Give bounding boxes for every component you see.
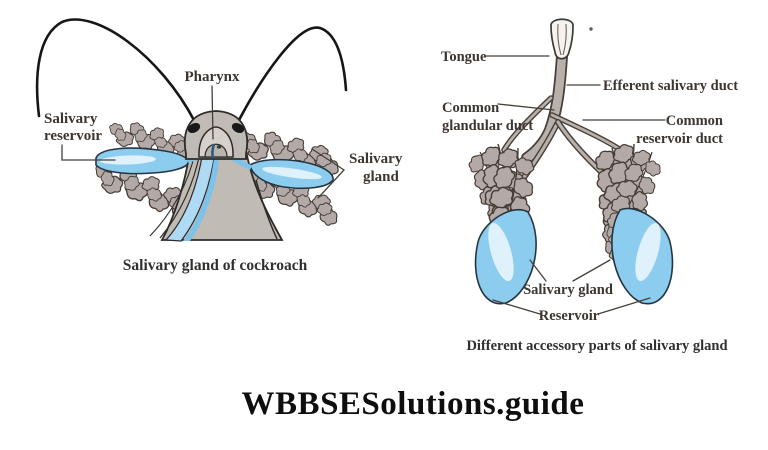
cockroach-salivary-diagram: Pharynx Salivary reservoir Salivary glan… — [35, 18, 403, 274]
reservoir-label: Reservoir — [539, 308, 600, 324]
common-glandular-duct-label-line1: Common — [442, 100, 499, 116]
salivary-reservoir-label-line2: reservoir — [44, 128, 102, 144]
pharynx-opening — [211, 143, 216, 159]
salivary-gland-right-leader — [529, 259, 611, 282]
cone-fold-line — [255, 179, 278, 240]
right-eye — [231, 122, 245, 134]
tongue-shape — [550, 18, 574, 60]
salivary-gland-leader — [311, 148, 345, 199]
left-diagram-caption: Salivary gland of cockroach — [123, 257, 308, 274]
common-glandular-duct-label-line2: glandular duct — [442, 118, 533, 134]
mouth-detail — [216, 145, 222, 149]
salivary-reservoir-leader — [61, 144, 116, 161]
reservoir-leader — [492, 297, 651, 315]
salivary-gland-label-right: Salivary gland — [523, 282, 613, 298]
left-eye — [187, 122, 201, 134]
salivary-reservoir-label-line1: Salivary — [44, 111, 98, 127]
right-diagram-caption: Different accessory parts of salivary gl… — [466, 338, 727, 354]
mouth-arch-inner — [204, 143, 228, 158]
tongue-label: Tongue — [441, 49, 487, 65]
left-antenna — [35, 18, 197, 124]
right-antenna — [236, 26, 348, 124]
salivary-gland-label-line2: gland — [363, 169, 400, 185]
ink-speck — [589, 27, 593, 31]
common-reservoir-duct-label-line1: Common — [666, 113, 723, 129]
common-reservoir-duct-label-line2: reservoir duct — [636, 131, 723, 147]
cockroach-head — [184, 110, 248, 160]
accessory-parts-diagram: Tongue Efferent salivary duct Common gla… — [441, 18, 738, 354]
efferent-salivary-duct-label: Efferent salivary duct — [603, 78, 738, 94]
salivary-gland-label-line1: Salivary — [349, 151, 403, 167]
pharynx-label: Pharynx — [184, 69, 240, 85]
watermark-text: WBBSESolutions.guide — [242, 386, 585, 422]
pharynx-leader — [211, 85, 214, 140]
reservoir-right-shape — [611, 207, 674, 305]
salivary-reservoir-left-shape — [95, 147, 191, 175]
salivary-reservoir-right-shape — [249, 158, 334, 190]
reservoir-left-shape — [474, 209, 537, 305]
common-glandular-duct-leader — [497, 103, 555, 111]
